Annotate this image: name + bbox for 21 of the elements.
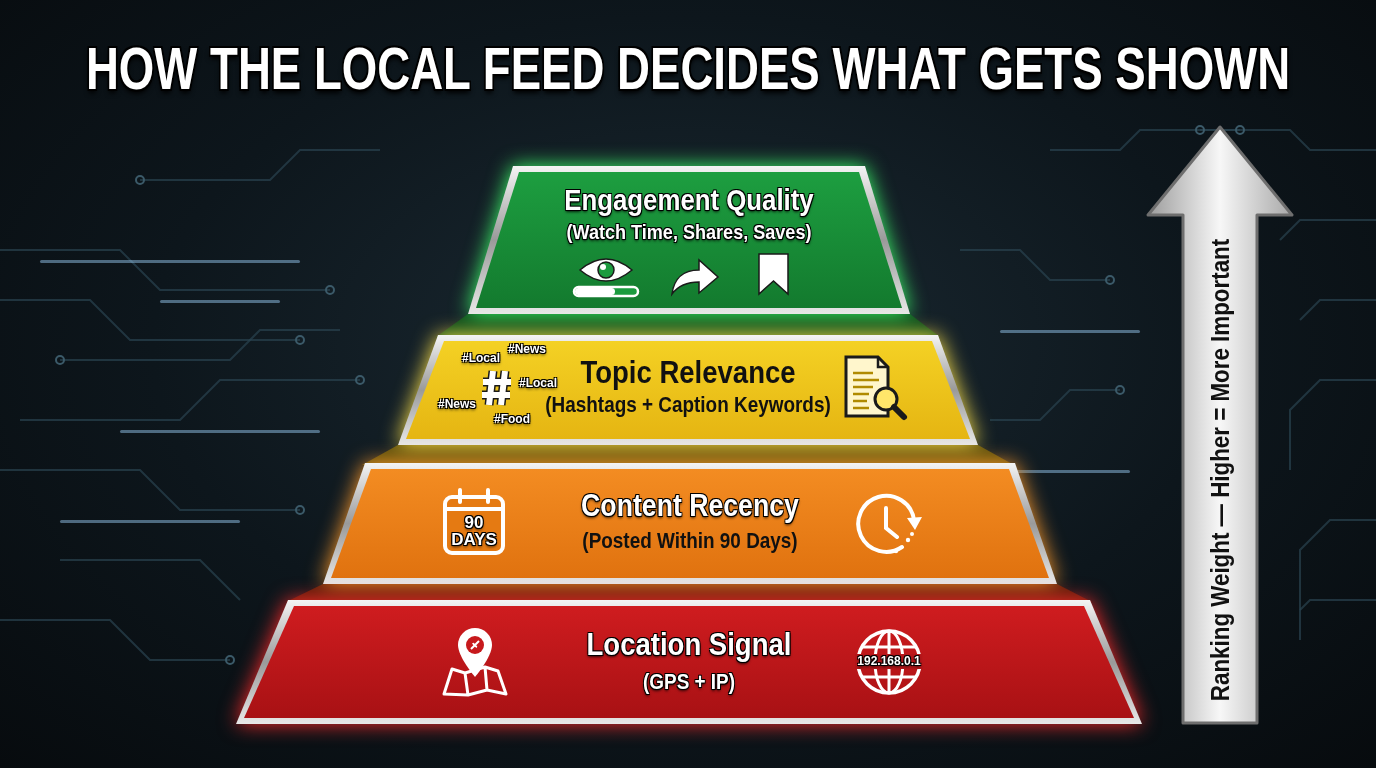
hashtag-label: #Local [462,352,500,366]
ranking-arrow [1146,125,1294,725]
tier-title: Content Recency [581,489,799,524]
hashtag-label: #Food [494,413,530,427]
tier-title: Topic Relevance [580,355,796,391]
pyramid-tier [398,335,978,445]
tier-subtitle: (Watch Time, Shares, Saves) [566,220,812,244]
arrow-label: Ranking Weight — Higher = More Important [1205,238,1235,702]
tier-subtitle: (GPS + IP) [643,670,735,695]
pyramid-tier [323,463,1057,584]
day-count-text: 90 DAYS [450,514,498,548]
hashtag-label: #News [508,343,547,357]
tier-title: Engagement Quality [564,183,814,216]
tier-subtitle: (Posted Within 90 Days) [582,529,798,554]
tier-title: Location Signal [586,627,792,663]
diagram-title: HOW THE LOCAL FEED DECIDES WHAT GETS SHOWN [85,36,1291,102]
pyramid-tier [468,166,910,314]
hashtag-label: #Local [519,377,557,391]
hashtag-label: #News [438,398,477,412]
pyramid-tier [236,600,1142,724]
tier-subtitle: (Hashtags + Caption Keywords) [545,393,831,418]
